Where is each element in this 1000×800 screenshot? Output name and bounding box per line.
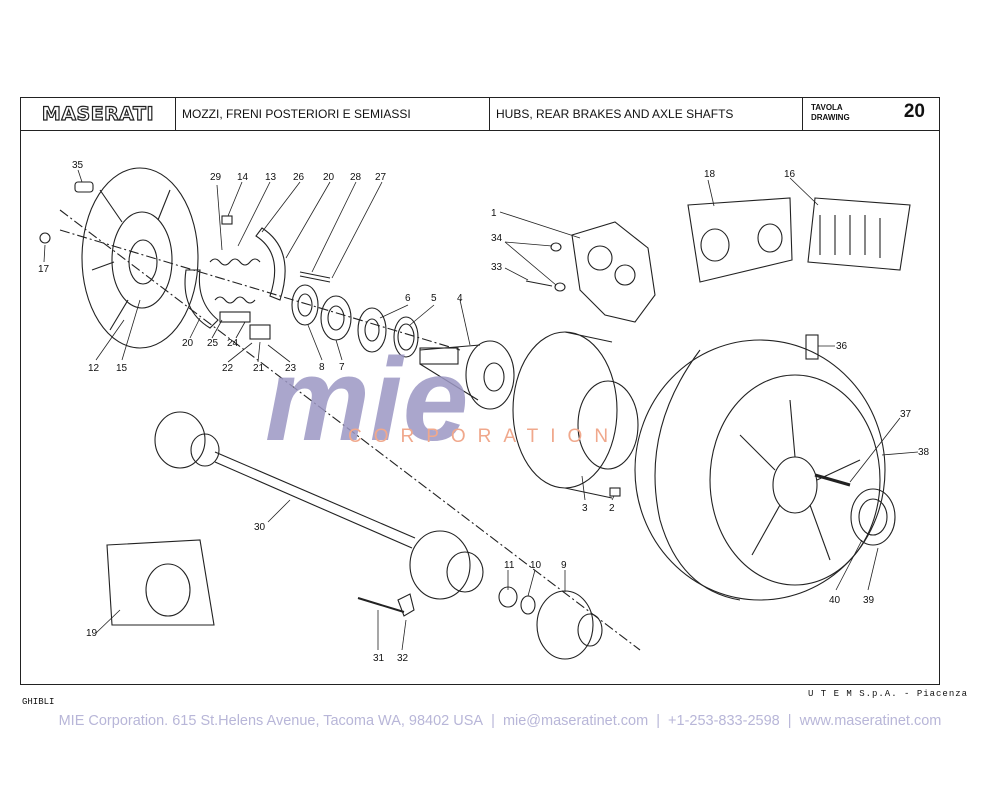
drawing-number: 20: [903, 101, 925, 122]
callout-6: 6: [405, 293, 411, 304]
drawing-sheet: MASERATI MOZZI, FRENI POSTERIORI E SEMIA…: [20, 97, 940, 685]
lock-plate: [397, 593, 415, 617]
callout-26: 26: [293, 172, 305, 183]
callout-37: 37: [900, 409, 912, 420]
callout-4: 4: [457, 293, 463, 304]
drawing-number-label: TAVOLA DRAWING: [811, 103, 850, 123]
callout-7: 7: [339, 362, 345, 373]
phone-number: +1-253-833-2598: [668, 713, 780, 729]
contact-bar: MIE Corporation. 615 St.Helens Avenue, T…: [0, 713, 1000, 729]
caliper-bolt: [525, 280, 553, 287]
watermark-logo: mie: [265, 334, 468, 466]
title-block: MASERATI MOZZI, FRENI POSTERIORI E SEMIA…: [21, 98, 939, 131]
title-italian: MOZZI, FRENI POSTERIORI E SEMIASSI: [176, 98, 490, 130]
leader-lines: [43, 169, 919, 651]
callout-8: 8: [319, 362, 325, 373]
axis-line: [59, 229, 461, 351]
center-cap: [850, 488, 896, 546]
callout-32: 32: [397, 653, 409, 664]
screw: [39, 232, 51, 244]
callout-13: 13: [265, 172, 277, 183]
washer: [520, 595, 536, 615]
hub: [419, 340, 515, 410]
tavola-label: TAVOLA: [811, 103, 843, 112]
callout-40: 40: [829, 595, 841, 606]
watermark: mie CORPORATION: [265, 334, 620, 466]
callout-20-lower: 20: [182, 338, 194, 349]
callout-17: 17: [38, 264, 50, 275]
brake-caliper: [571, 221, 656, 323]
callout-36: 36: [836, 341, 848, 352]
callout-34: 34: [491, 233, 503, 244]
disc-screw: [609, 487, 621, 497]
wheel-bolt: [814, 473, 851, 487]
callout-38: 38: [918, 447, 930, 458]
callout-39: 39: [863, 595, 875, 606]
wheel-rim: [634, 339, 886, 601]
backing-plate: [81, 167, 199, 349]
callout-9: 9: [561, 560, 567, 571]
callout-15: 15: [116, 363, 128, 374]
bearing: [357, 307, 387, 353]
callout-27: 27: [375, 172, 387, 183]
callout-18: 18: [704, 169, 716, 180]
washer: [554, 282, 566, 292]
callout-numbers: 1 2 3 4 5 6 7 8 9 10 11 12 13 14 15 16 1…: [38, 160, 930, 664]
callout-24: 24: [227, 338, 239, 349]
nut: [221, 215, 233, 225]
flange: [536, 590, 603, 660]
callout-19: 19: [86, 628, 98, 639]
callout-20-upper: 20: [323, 172, 335, 183]
callout-5: 5: [431, 293, 437, 304]
email-link[interactable]: mie@maseratinet.com: [502, 713, 649, 729]
company-address: MIE Corporation. 615 St.Helens Avenue, T…: [58, 713, 484, 729]
drawing-number-cell: TAVOLA DRAWING 20: [803, 98, 939, 130]
bolt: [299, 271, 331, 283]
separator: |: [491, 713, 495, 729]
callout-11: 11: [504, 560, 515, 571]
wrapped-shoe-kit: [687, 197, 793, 283]
bolt: [357, 597, 405, 613]
washer: [550, 242, 562, 252]
callout-14: 14: [237, 172, 249, 183]
brake-disc: [512, 331, 639, 499]
callout-10: 10: [530, 560, 542, 571]
callout-3: 3: [582, 503, 588, 514]
website-link[interactable]: www.maseratinet.com: [799, 713, 942, 729]
publisher: U T E M S.p.A. - Piacenza: [808, 689, 969, 699]
callout-35: 35: [72, 160, 84, 171]
plug: [74, 181, 94, 193]
callout-31: 31: [373, 653, 385, 664]
separator: |: [656, 713, 661, 729]
callout-22: 22: [222, 363, 234, 374]
logo-text: MASERATI: [41, 102, 155, 125]
callout-33: 33: [491, 262, 503, 273]
watermark-text: CORPORATION: [348, 426, 620, 447]
callout-16: 16: [784, 169, 796, 180]
wrapped-joint-kit: [106, 539, 215, 626]
callout-30: 30: [254, 522, 266, 533]
bearing: [291, 284, 319, 326]
callout-29: 29: [210, 172, 222, 183]
wrapped-pad-kit: [807, 197, 911, 271]
callout-23: 23: [285, 363, 297, 374]
title-english: HUBS, REAR BRAKES AND AXLE SHAFTS: [490, 98, 803, 130]
drawing-label: DRAWING: [811, 113, 850, 122]
valve-stem: [805, 334, 819, 360]
brake-shoe: [184, 227, 286, 329]
brand-logo: MASERATI: [21, 98, 176, 130]
callout-12: 12: [88, 363, 100, 374]
callout-28: 28: [350, 172, 362, 183]
callout-1: 1: [491, 208, 497, 219]
seal: [393, 316, 419, 358]
callout-25: 25: [207, 338, 219, 349]
axle-shaft: [154, 411, 484, 600]
axis-line: [59, 209, 641, 651]
callout-21: 21: [253, 363, 265, 374]
model-name: GHIBLI: [22, 697, 55, 707]
spring-assembly: [209, 258, 271, 340]
callout-2: 2: [609, 503, 615, 514]
separator: |: [787, 713, 792, 729]
